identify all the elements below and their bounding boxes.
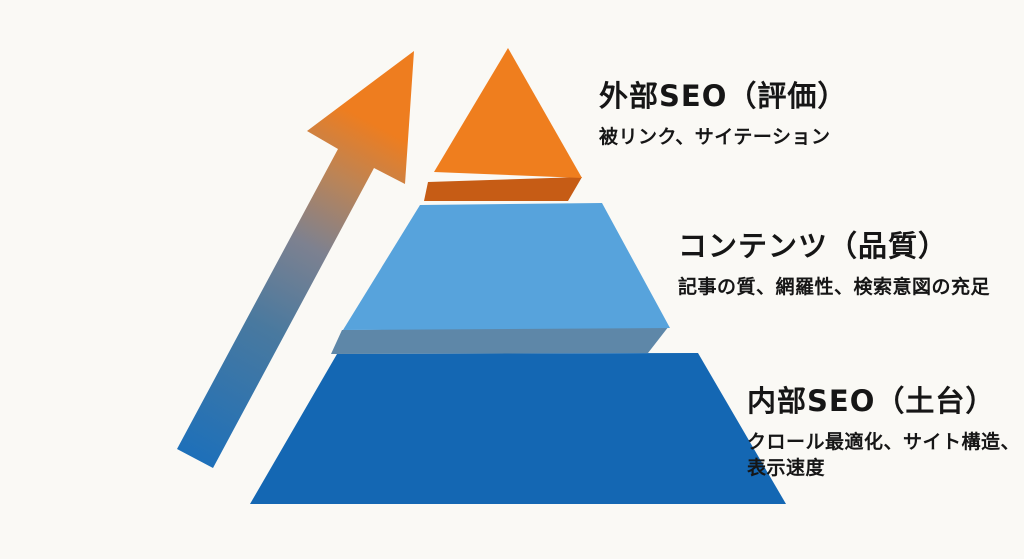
middle-tier-description: 記事の質、網羅性、検索意図の充足 [678,276,991,298]
middle-tier-title: コンテンツ（品質） [678,229,949,263]
top-tier-title: 外部SEO（評価） [599,79,848,113]
growth-arrow-icon [177,51,414,468]
bottom-tier-label: 内部SEO（土台） クロール最適化、サイト構造、 表示速度 [747,384,1020,481]
bottom-tier-description-line1: クロール最適化、サイト構造、 [747,431,1021,453]
pyramid-top-tier-shadow [424,177,582,201]
top-tier-description: 被リンク、サイテーション [599,126,831,148]
bottom-tier-description-line2: 表示速度 [747,457,826,479]
pyramid-top-tier [434,48,582,178]
pyramid-middle-tier-shadow [331,326,669,354]
top-tier-label: 外部SEO（評価） 被リンク、サイテーション [599,79,847,150]
bottom-tier-title: 内部SEO（土台） [747,384,996,418]
bottom-tier-description: クロール最適化、サイト構造、 表示速度 [747,429,1020,481]
pyramid-middle-tier [343,203,670,330]
middle-tier-label: コンテンツ（品質） 記事の質、網羅性、検索意図の充足 [678,229,990,300]
pyramid-bottom-tier [250,353,786,504]
